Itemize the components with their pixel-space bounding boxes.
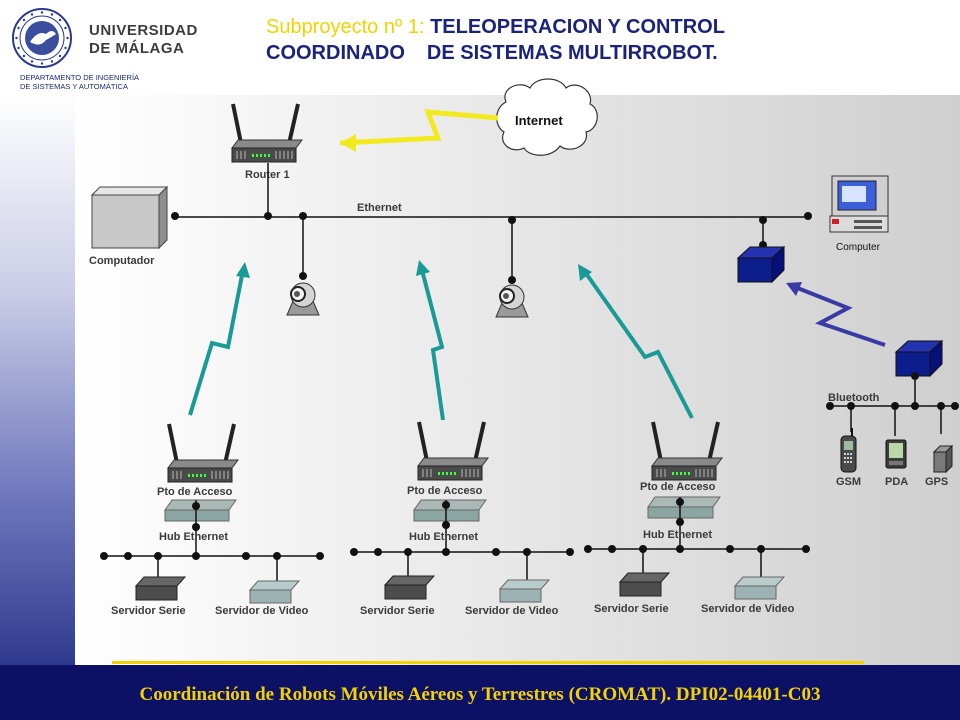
access-point-icon xyxy=(166,422,240,484)
robot-subnet-1: Pto de Acceso Hub Ethernet Servidor Seri… xyxy=(100,422,324,617)
footer-bar xyxy=(0,665,960,720)
serial-server-label: Servidor Serie xyxy=(594,603,669,615)
university-name-line1: UNIVERSIDAD xyxy=(89,22,198,39)
bluetooth-adapter-icon xyxy=(736,245,786,284)
page-title: Subproyecto nº 1: TELEOPERACION Y CONTRO… xyxy=(266,14,946,66)
wireless-links xyxy=(188,269,694,421)
video-server-label: Servidor de Video xyxy=(701,603,795,615)
video-server-icon xyxy=(248,580,301,604)
serial-server-icon xyxy=(134,576,187,601)
camera-icon xyxy=(286,282,320,316)
wireless-link-1 xyxy=(188,269,245,416)
bluetooth-hub-icon xyxy=(894,339,944,378)
computer-label: Computer xyxy=(836,242,881,253)
university-name-line2: DE MÁLAGA xyxy=(89,40,185,57)
pda-icon xyxy=(885,439,907,469)
access-point-icon xyxy=(416,420,490,482)
title-line1: TELEOPERACION Y CONTROL xyxy=(430,16,725,38)
footer-divider xyxy=(112,661,864,664)
hub-label: Hub Ethernet xyxy=(159,531,228,543)
wireless-link-2 xyxy=(420,269,445,421)
computador-label: Computador xyxy=(89,255,155,267)
title-line2b: DE SISTEMAS MULTIRROBOT. xyxy=(426,42,718,64)
gsm-label: GSM xyxy=(836,476,861,488)
hub-label: Hub Ethernet xyxy=(409,531,478,543)
wireless-arrowhead-1 xyxy=(236,262,250,278)
access-point-label: Pto de Acceso xyxy=(640,481,716,493)
wireless-arrowhead-3 xyxy=(578,264,592,281)
bluetooth-link xyxy=(794,285,886,347)
video-server-label: Servidor de Video xyxy=(465,605,559,617)
serial-server-label: Servidor Serie xyxy=(111,605,186,617)
robot-subnet-2: Pto de Acceso Hub Ethernet Servidor Seri… xyxy=(350,420,574,617)
bluetooth-nodes xyxy=(826,372,959,410)
hub-ethernet-icon xyxy=(413,499,487,522)
content-background xyxy=(75,95,960,665)
ethernet-label: Ethernet xyxy=(357,202,402,214)
sidebar-gradient xyxy=(0,95,75,665)
access-point-icon xyxy=(650,420,724,482)
computer-icon xyxy=(829,175,889,233)
video-server-icon xyxy=(733,576,786,600)
department-line1: DEPARTAMENTO DE INGENIERÍA xyxy=(20,73,140,82)
internet-wireless-link xyxy=(339,109,499,146)
pda-label: PDA xyxy=(885,476,908,488)
internet-cloud-icon xyxy=(496,78,598,156)
bluetooth-link-arrowhead xyxy=(786,282,802,296)
title-line2a: COORDINADO xyxy=(266,42,405,64)
camera-icon xyxy=(495,284,529,318)
department-name: DEPARTAMENTO DE INGENIERÍA DE SISTEMAS Y… xyxy=(20,73,139,91)
wireless-arrowhead-2 xyxy=(416,260,430,276)
robot-subnet-3: Pto de Acceso Hub Ethernet Servidor Seri… xyxy=(584,420,810,615)
access-point-label: Pto de Acceso xyxy=(157,486,233,498)
gps-label: GPS xyxy=(925,476,948,488)
video-server-icon xyxy=(498,579,551,603)
university-name: UNIVERSIDAD DE MÁLAGA xyxy=(89,22,198,58)
hub-ethernet-icon xyxy=(164,499,237,522)
backbone-nodes xyxy=(171,212,812,284)
department-line2: DE SISTEMAS Y AUTOMÁTICA xyxy=(20,82,128,91)
router-icon xyxy=(230,102,304,164)
title-prefix: Subproyecto nº 1: xyxy=(266,16,425,38)
gps-icon xyxy=(932,444,954,474)
bluetooth-label: Bluetooth xyxy=(828,392,880,404)
computador-icon xyxy=(90,185,169,250)
hub-label: Hub Ethernet xyxy=(643,529,712,541)
serial-server-icon xyxy=(618,572,671,597)
internet-label: Internet xyxy=(515,113,563,128)
serial-server-icon xyxy=(383,575,436,600)
hub-ethernet-icon xyxy=(647,496,721,519)
wireless-link-3 xyxy=(583,270,694,419)
title-line2: COORDINADO DE SISTEMAS MULTIRROBOT. xyxy=(266,40,946,66)
gsm-phone-icon xyxy=(840,428,857,473)
serial-server-label: Servidor Serie xyxy=(360,605,435,617)
footer-text: Coordinación de Robots Móviles Aéreos y … xyxy=(139,684,821,705)
video-server-label: Servidor de Video xyxy=(215,605,309,617)
university-seal-icon xyxy=(12,8,72,68)
access-point-label: Pto de Acceso xyxy=(407,485,483,497)
internet-link-arrowhead xyxy=(340,134,356,152)
